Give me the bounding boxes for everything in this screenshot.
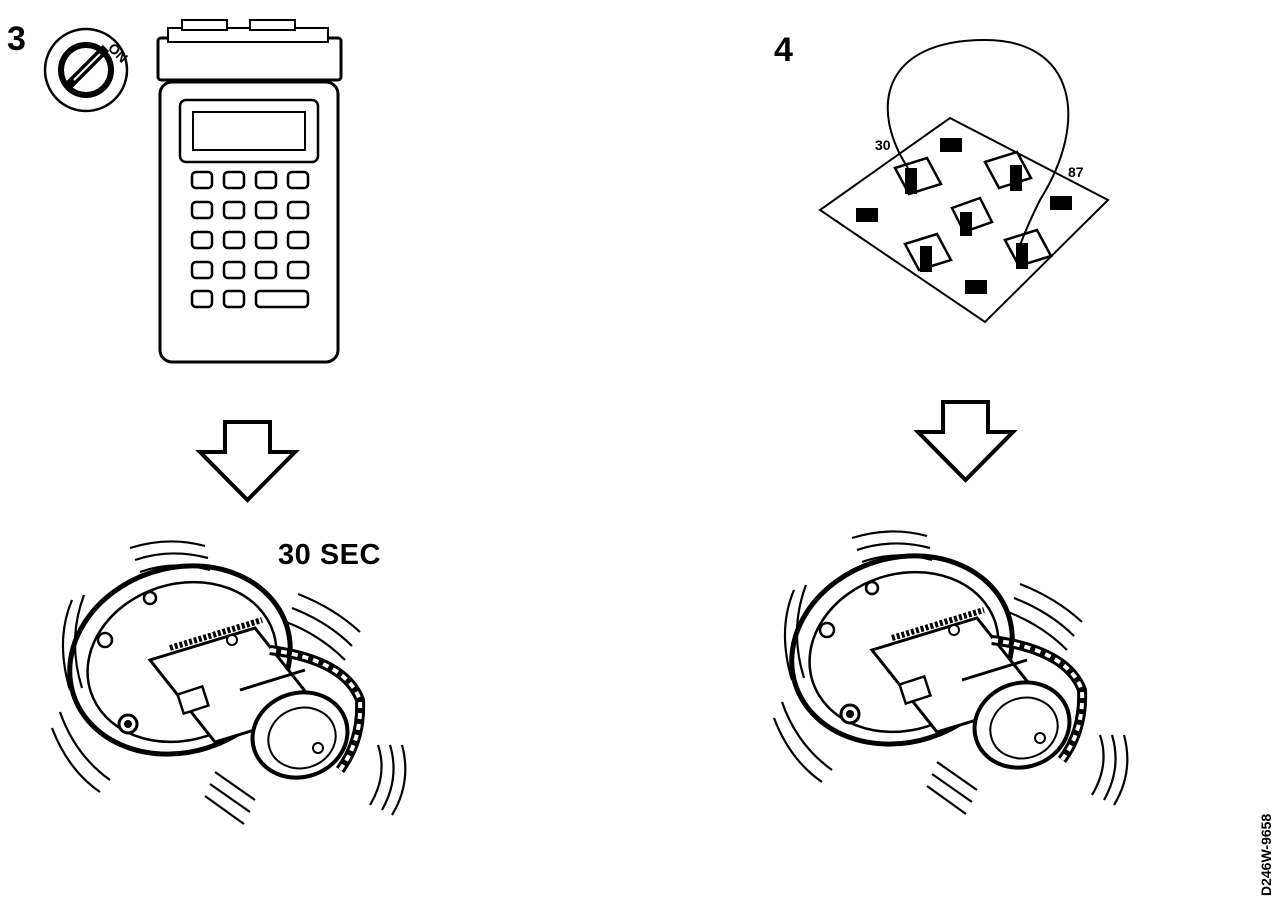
step-number-3: 3 (7, 20, 26, 58)
relay-pin-87-label: 87 (1068, 164, 1084, 180)
down-arrow-icon-left (198, 420, 297, 502)
vibrating-air-pump-icon-left (45, 538, 405, 824)
vibrating-air-pump-icon-right (767, 528, 1127, 814)
duration-label: 30 SEC (278, 539, 381, 571)
step-number-4: 4 (774, 31, 793, 69)
relay-socket-icon: 30 87 (818, 38, 1110, 324)
ignition-key-icon: ON (43, 27, 131, 113)
down-arrow-icon-right (916, 400, 1015, 482)
relay-pin-30-label: 30 (875, 137, 891, 153)
handheld-scan-tool-icon (156, 19, 343, 364)
